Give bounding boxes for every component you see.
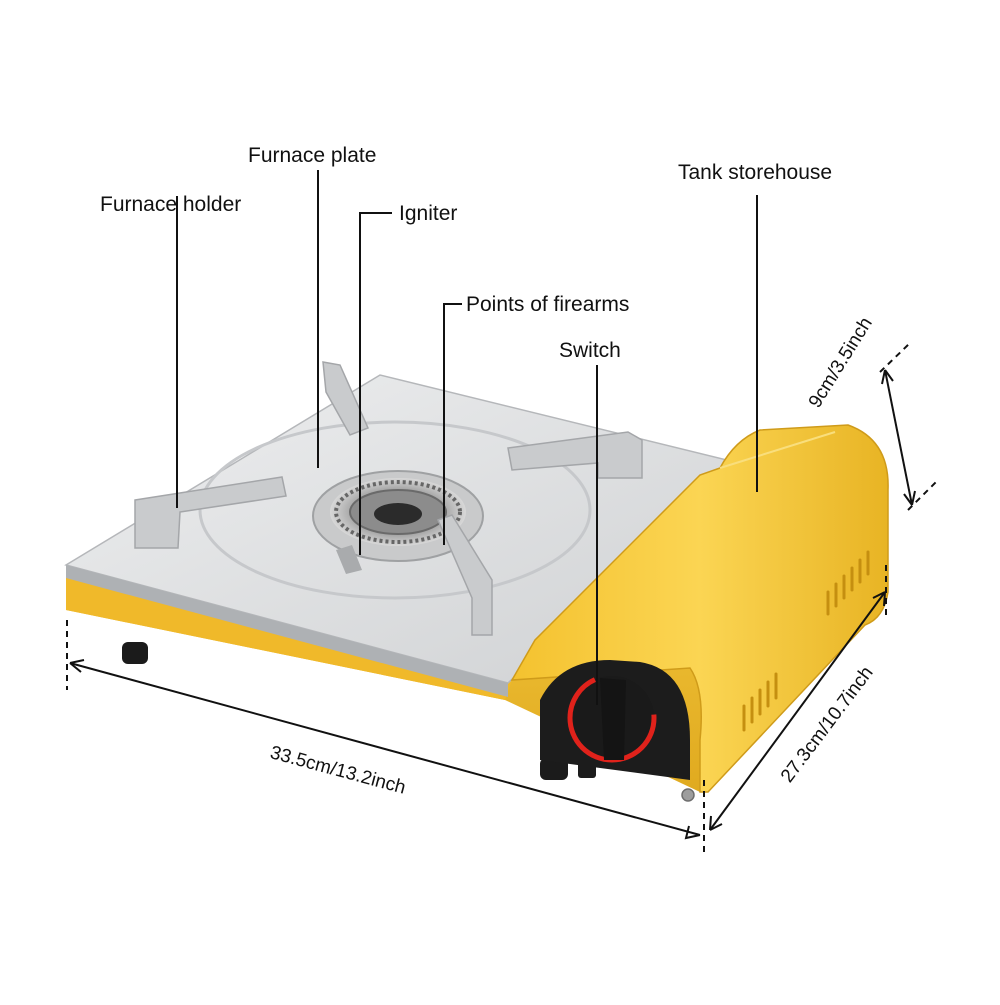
leader-igniter: [359, 212, 392, 555]
burner: [312, 470, 484, 574]
label-igniter: Igniter: [399, 202, 458, 225]
dimension-lines: [66, 342, 939, 855]
label-tank-storehouse: Tank storehouse: [678, 161, 833, 184]
callout-lines: [176, 170, 758, 705]
label-furnace-holder: Furnace holder: [100, 193, 242, 216]
label-switch: Switch: [559, 339, 621, 362]
label-points-of-firearms: Points of firearms: [466, 293, 630, 316]
depth-dimension-line: [709, 591, 886, 831]
width-dimension-line: [69, 662, 701, 836]
height-dimension-line: [884, 369, 913, 506]
leader-points-of-firearms: [443, 303, 462, 545]
foot-left: [122, 642, 148, 664]
igniter-tip: [336, 545, 362, 574]
label-furnace-plate: Furnace plate: [248, 144, 377, 167]
furnace-holders: [134, 361, 643, 636]
foot-front: [540, 758, 568, 780]
switch-knob: [540, 660, 695, 802]
